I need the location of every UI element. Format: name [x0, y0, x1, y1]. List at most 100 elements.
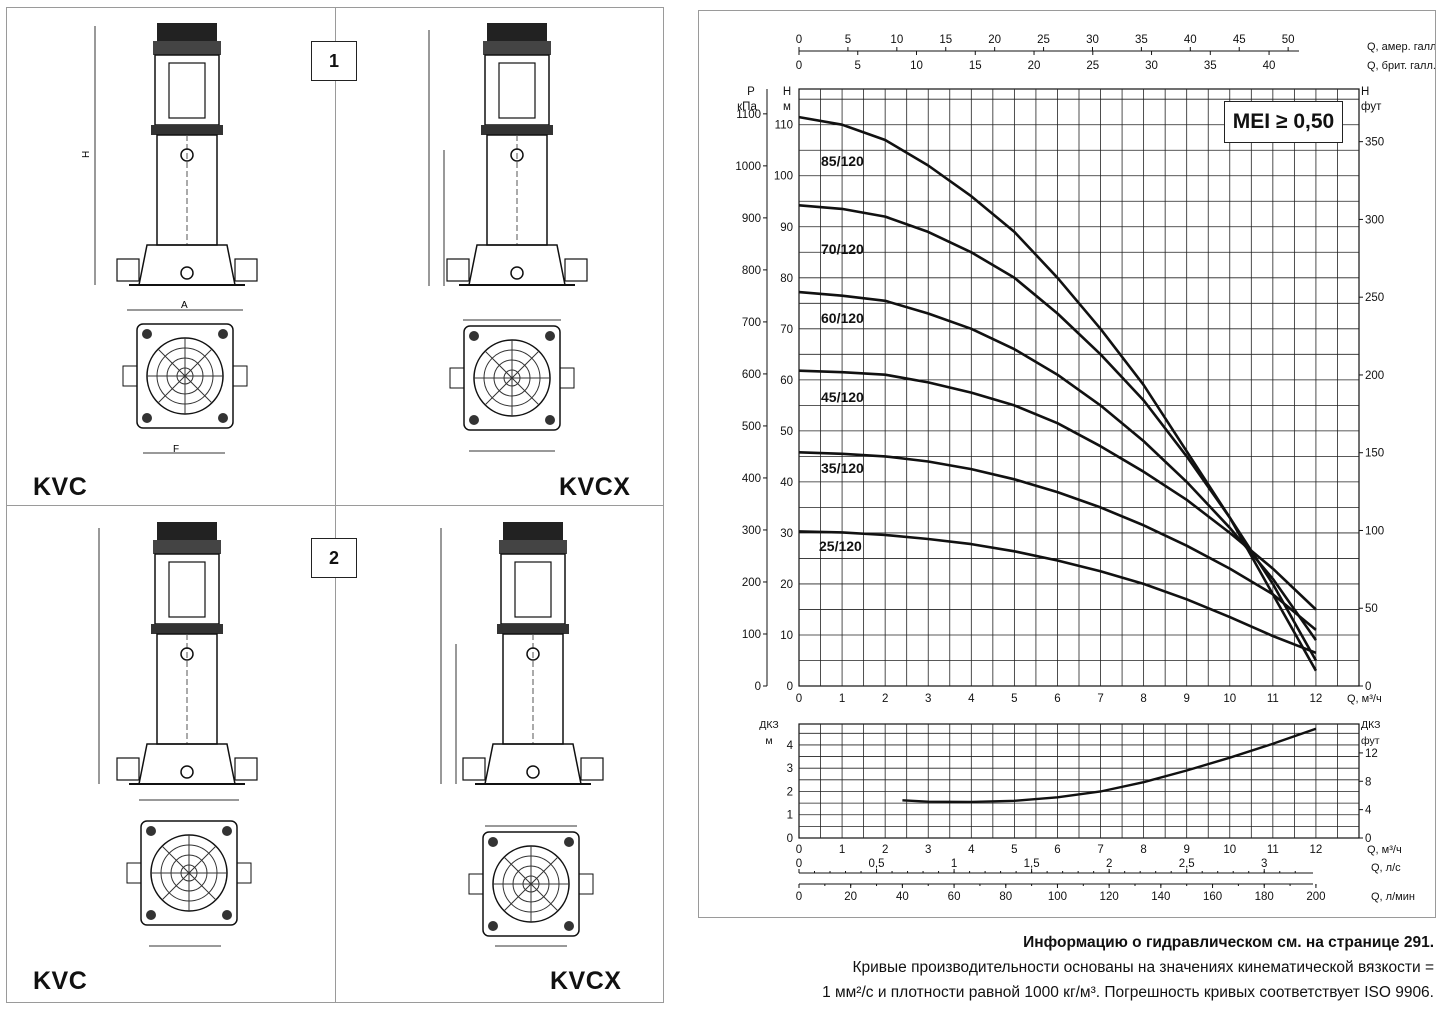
dim-A: A	[181, 300, 188, 311]
curve-label-45-120: 45/120	[821, 389, 864, 405]
lmin-tick-label: 180	[1255, 891, 1274, 903]
us-gal-tick-label: 20	[988, 34, 1001, 46]
dim-H: H	[81, 151, 92, 158]
model-label-kvc-2: KVC	[33, 967, 88, 995]
h-m-tick-label: 90	[780, 222, 793, 234]
x-tick-label: 9	[1183, 693, 1189, 705]
main-grid	[798, 88, 1360, 687]
curve-25-120	[798, 530, 1317, 655]
npsh-x-tick-label: 9	[1183, 844, 1189, 856]
ft-tick-label: 350	[1365, 137, 1384, 149]
x-tick-label: 11	[1267, 693, 1279, 705]
h-m-tick-label: 50	[780, 426, 793, 438]
npsh-x-tick-label: 3	[925, 844, 931, 856]
h-m-tick-label: 100	[774, 171, 793, 183]
npsh-left-unit: м	[765, 735, 772, 747]
npsh-left-label: ДКЗ	[759, 719, 778, 731]
uk-gal-tick-label: 25	[1086, 60, 1099, 72]
npsh-x-tick-label: 6	[1054, 844, 1060, 856]
x-tick-label: 8	[1140, 693, 1146, 705]
curve-label-85-120: 85/120	[821, 153, 864, 169]
npsh-m-tick-label: 0	[787, 833, 793, 845]
x-tick-label: 10	[1223, 693, 1236, 705]
us-gal-tick-label: 10	[890, 34, 903, 46]
x-tick-label: 7	[1097, 693, 1103, 705]
us-gal-tick-label: 50	[1282, 34, 1295, 46]
lmin-tick-label: 140	[1151, 891, 1170, 903]
ft-tick-label: 100	[1365, 525, 1384, 537]
us-gal-tick-label: 30	[1086, 34, 1099, 46]
h-m-tick-label: 110	[775, 120, 793, 132]
dim-F: F	[173, 444, 179, 455]
h-m-tick-label: 30	[780, 528, 793, 540]
ls-tick-label: 1	[951, 858, 957, 870]
kpa-tick-label: 100	[742, 629, 761, 641]
kpa-tick-label: 0	[755, 681, 761, 693]
footnote-density-iso: 1 мм²/с и плотности равной 1000 кг/м³. П…	[822, 984, 1434, 1001]
h-m-tick-label: 60	[780, 375, 793, 387]
h-m-tick-label: 70	[780, 324, 793, 336]
npsh-x-tick-label: 12	[1310, 844, 1323, 856]
uk-gal-tick-label: 0	[796, 60, 802, 72]
ft-tick-label: 250	[1365, 292, 1384, 304]
x-tick-label: 1	[839, 693, 845, 705]
ls-axis-label: Q, л/с	[1371, 862, 1401, 874]
ft-tick-label: 0	[1365, 681, 1371, 693]
npsh-x-tick-label: 4	[968, 844, 975, 856]
npsh-grid	[798, 723, 1360, 839]
npsh-m-tick-label: 2	[787, 786, 793, 798]
ft-tick-label: 50	[1365, 603, 1378, 615]
us-gal-tick-label: 0	[796, 34, 802, 46]
kpa-tick-label: 500	[742, 421, 761, 433]
npsh-ft-tick-label: 4	[1365, 805, 1372, 817]
uk-gal-axis-label: Q, брит. галл./мин	[1367, 60, 1435, 72]
x-tick-label: 0	[796, 693, 802, 705]
uk-gal-tick-label: 35	[1204, 60, 1217, 72]
npsh-x-axis-label: Q, м³/ч	[1367, 844, 1402, 856]
curve-label-35-120: 35/120	[821, 460, 864, 476]
section-badge-1: 1	[311, 41, 357, 81]
kpa-tick-label: 800	[742, 265, 761, 277]
curve-35-120	[798, 451, 1317, 631]
kpa-tick-label: 1100	[736, 109, 761, 121]
kpa-axis-unit: кПа	[737, 101, 757, 113]
x-tick-label: 5	[1011, 693, 1017, 705]
lmin-tick-label: 0	[796, 891, 802, 903]
npsh-x-tick-label: 11	[1267, 844, 1279, 856]
lmin-axis-label: Q, л/мин	[1371, 891, 1415, 903]
lmin-tick-label: 80	[999, 891, 1012, 903]
npsh-x-tick-label: 10	[1223, 844, 1236, 856]
curve-label-70-120: 70/120	[821, 241, 864, 257]
us-gal-tick-label: 35	[1135, 34, 1148, 46]
npsh-curve	[902, 727, 1317, 804]
lmin-tick-label: 160	[1203, 891, 1222, 903]
npsh-right-unit: фут	[1361, 735, 1380, 747]
ls-tick-label: 2,5	[1179, 858, 1195, 870]
section-badge-2: 2	[311, 538, 357, 578]
h-m-axis-unit: м	[783, 101, 791, 113]
ft-tick-label: 150	[1365, 448, 1384, 460]
npsh-right-label: ДКЗ	[1361, 719, 1380, 731]
x-tick-label: 6	[1054, 693, 1060, 705]
curve-70-120	[798, 204, 1318, 662]
npsh-m-tick-label: 4	[787, 740, 794, 752]
lmin-tick-label: 40	[896, 891, 909, 903]
us-gal-tick-label: 40	[1184, 34, 1197, 46]
curve-45-120	[798, 369, 1317, 611]
x-tick-label: 3	[925, 693, 931, 705]
npsh-ft-tick-label: 8	[1365, 776, 1371, 788]
us-gal-axis-label: Q, амер. галл./мин	[1367, 41, 1435, 53]
npsh-x-tick-label: 8	[1140, 844, 1146, 856]
uk-gal-tick-label: 10	[910, 60, 923, 72]
uk-gal-tick-label: 5	[855, 60, 861, 72]
kpa-axis-label: P	[747, 86, 755, 98]
ls-tick-label: 3	[1261, 858, 1267, 870]
lmin-tick-label: 100	[1048, 891, 1067, 903]
ft-axis-label: H	[1361, 86, 1369, 98]
ft-axis-unit: фут	[1361, 101, 1382, 113]
model-label-kvcx-1: KVCX	[559, 473, 631, 501]
dimension-drawings-panel: 1 2 KVC KVCX KVC KVCX	[6, 7, 664, 1003]
